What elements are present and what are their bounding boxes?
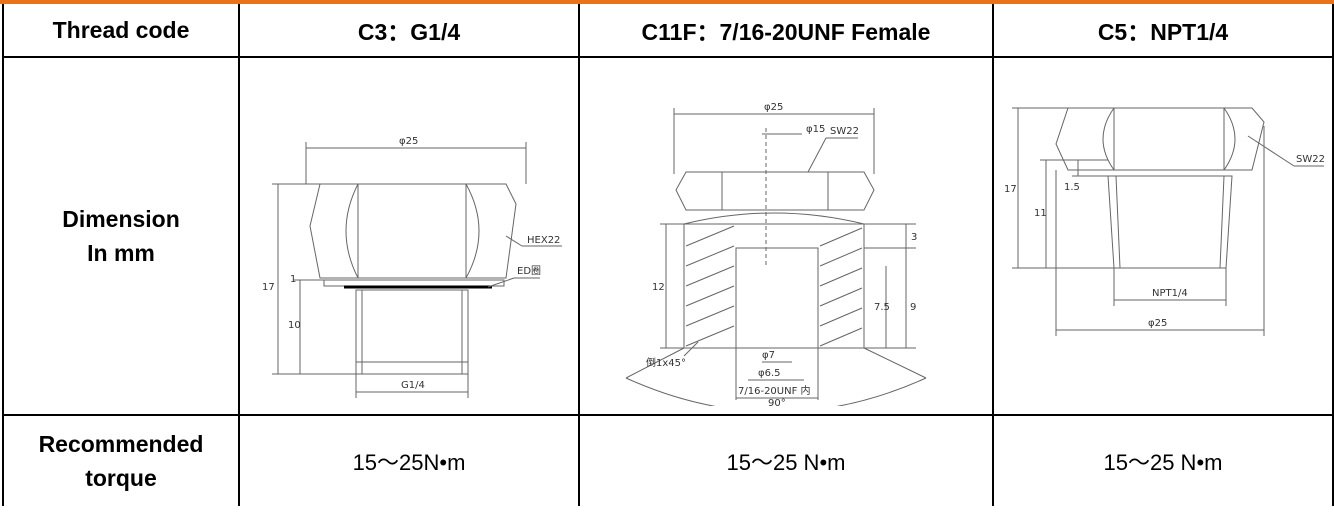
c5-drawing-cell: 17 11 1.5 SW22 NPT1/4 φ25 (992, 56, 1334, 416)
c3-drawing-cell: φ25 17 (238, 56, 580, 416)
c3-dim-thread: G1/4 (401, 380, 425, 391)
c11f-dim-d25: φ25 (764, 102, 783, 113)
torque-row: Recommended torque 15～25N•m 15～25 N•m 15… (2, 414, 1334, 506)
c11f-drawing-cell: φ25 φ15 SW22 (578, 56, 994, 416)
c3-dimension-drawing: φ25 17 (262, 136, 562, 398)
dimension-label: Dimension (62, 206, 180, 232)
dimension-label-cell: Dimension In mm (2, 56, 240, 416)
header-c5: C5：NPT1/4 (992, 4, 1334, 58)
c3-dim-h17: 17 (262, 282, 275, 293)
header-thread-code: Thread code (2, 4, 240, 58)
header-row: Thread code C3：G1/4 C11F：7/16-20UNF Fema… (2, 4, 1334, 58)
spec-table: Thread code C3：G1/4 C11F：7/16-20UNF Fema… (2, 4, 1334, 506)
c3-dim-h10: 10 (288, 320, 301, 331)
c11f-dim-d65: φ6.5 (758, 368, 781, 379)
c11f-dim-angle: 90° (768, 398, 786, 406)
torque-c11f: 15～25 N•m (578, 414, 994, 506)
c11f-dim-d7: φ7 (762, 350, 775, 361)
c3-dim-d25: φ25 (399, 136, 418, 147)
c11f-dim-h12: 12 (652, 282, 665, 293)
c3-dim-hex: HEX22 (527, 235, 560, 246)
c11f-dim-chamfer: 倒1x45° (646, 357, 686, 369)
c5-dim-thread: NPT1/4 (1152, 288, 1188, 299)
c5-dimension-drawing: 17 11 1.5 SW22 NPT1/4 φ25 (1004, 107, 1325, 336)
c11f-dim-d15: φ15 (806, 124, 825, 135)
torque-c3: 15～25N•m (238, 414, 580, 506)
c5-dim-h17: 17 (1004, 184, 1017, 195)
c5-dim-h11: 11 (1034, 208, 1047, 219)
c11f-dimension-drawing: φ25 φ15 SW22 (625, 102, 927, 406)
c11f-dim-sw: SW22 (830, 126, 859, 137)
torque-label-sub: torque (85, 465, 157, 491)
c5-dim-sw: SW22 (1296, 154, 1325, 165)
c11f-dim-h75: 7.5 (874, 302, 890, 313)
torque-c5: 15～25 N•m (992, 414, 1334, 506)
c11f-dim-h3: 3 (911, 232, 917, 243)
c3-dim-ed: ED圈 (517, 265, 541, 277)
c5-dim-h15: 1.5 (1064, 182, 1080, 193)
accent-bar (0, 0, 1334, 4)
torque-label-cell: Recommended torque (2, 414, 240, 506)
c11f-dim-h9: 9 (910, 302, 916, 313)
dimension-unit-label: In mm (87, 240, 155, 266)
header-c11f: C11F：7/16-20UNF Female (578, 4, 994, 58)
c11f-dim-thread: 7/16-20UNF 内 (738, 384, 811, 397)
header-c3: C3：G1/4 (238, 4, 580, 58)
dimension-row: Dimension In mm φ25 (2, 56, 1334, 416)
c3-dim-h1: 1 (290, 274, 296, 285)
torque-label: Recommended (38, 431, 204, 457)
c5-dim-d25: φ25 (1148, 318, 1167, 329)
